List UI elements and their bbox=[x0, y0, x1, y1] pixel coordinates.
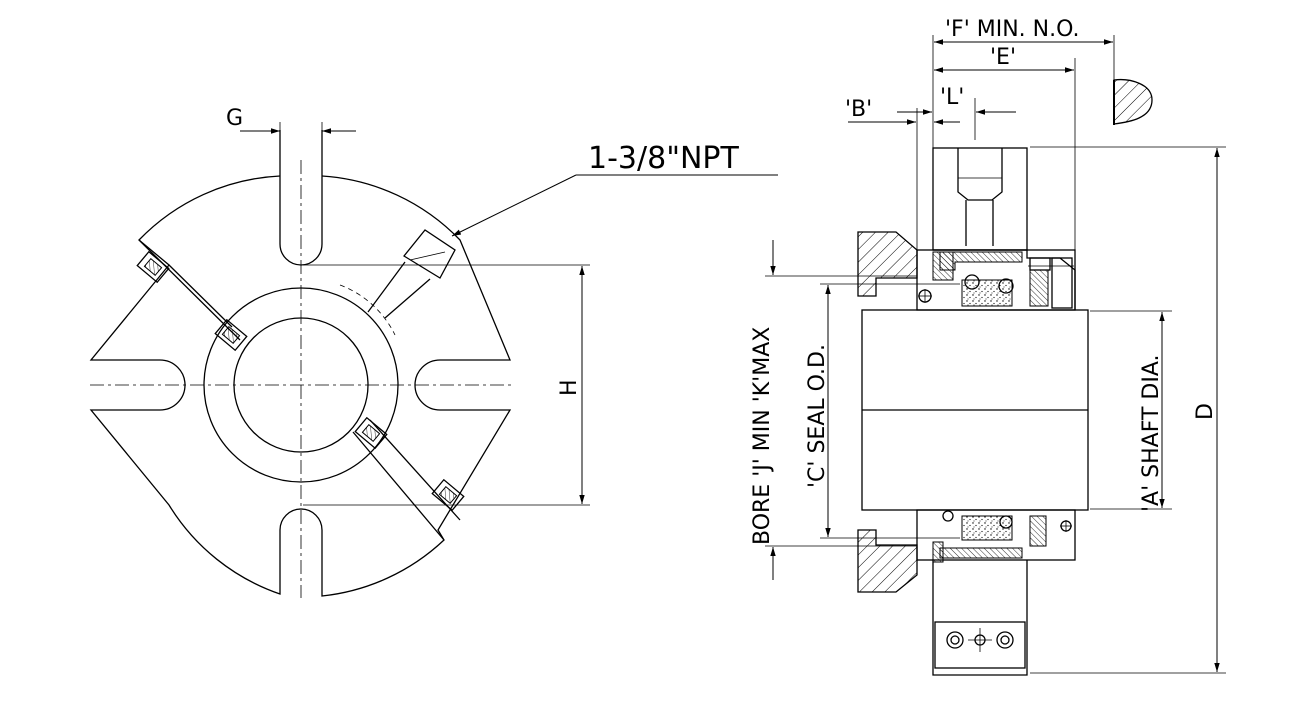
stuffing-box-upper bbox=[857, 231, 918, 297]
gland-outline bbox=[89, 175, 512, 597]
set-screw-clip-upper-left bbox=[136, 250, 170, 284]
b-dim-label: 'B' bbox=[845, 97, 872, 122]
f-dim-label: 'F' MIN. N.O. bbox=[945, 17, 1080, 42]
g-label: G bbox=[226, 106, 243, 131]
sleeve-outer-circle bbox=[203, 287, 399, 483]
front-view: 1-3/8"NPT G H bbox=[89, 106, 778, 598]
shaft-dia-label: 'A' SHAFT DIA. bbox=[1139, 355, 1164, 512]
shaft-bore-circle bbox=[233, 317, 369, 453]
d-dim-label: D bbox=[1193, 403, 1218, 420]
npt-label: 1-3/8"NPT bbox=[588, 141, 740, 176]
set-screw-clip-inner-left bbox=[214, 318, 248, 352]
l-dim-label: 'L' bbox=[940, 85, 964, 110]
e-dim-label: 'E' bbox=[990, 45, 1016, 70]
seal-cartridge-lower bbox=[916, 509, 1076, 563]
npt-port bbox=[339, 229, 456, 336]
bore-label: BORE 'J' MIN 'K'MAX bbox=[750, 327, 775, 545]
gland-lower bbox=[932, 560, 1028, 676]
section-view: 'F' MIN. N.O. 'E' 'B' 'L' bbox=[750, 17, 1226, 676]
h-label: H bbox=[557, 379, 582, 396]
set-screw-clip-inner-right bbox=[354, 416, 388, 450]
seal-od-label: 'C' SEAL O.D. bbox=[805, 344, 830, 488]
set-screw-clip-lower-right bbox=[431, 478, 465, 512]
shaft-sleeve bbox=[861, 309, 1089, 511]
stuffing-box-lower bbox=[857, 529, 918, 593]
seal-face-stop bbox=[1113, 78, 1153, 125]
seal-cartridge-upper bbox=[916, 249, 1076, 311]
